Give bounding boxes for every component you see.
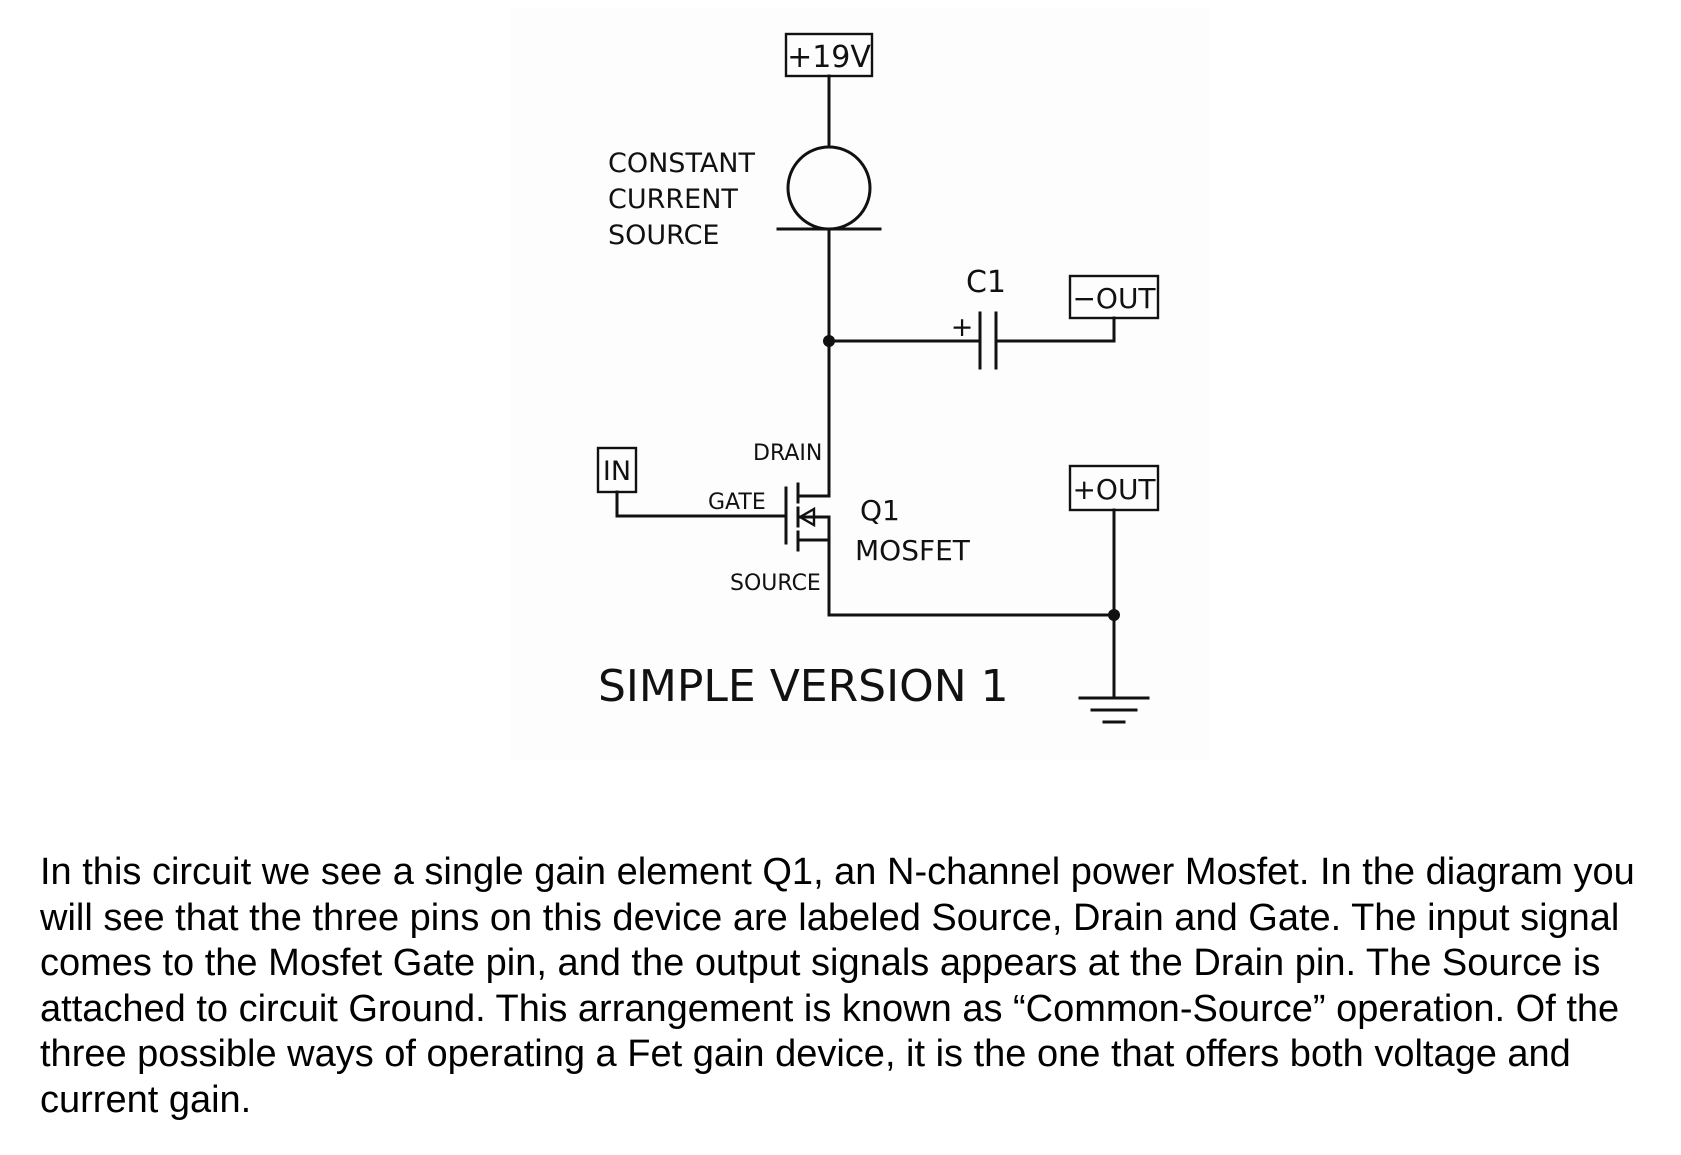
neg-out-terminal: −OUT — [1068, 274, 1160, 320]
ground-icon — [1078, 696, 1150, 724]
current-source-label-line-3: SOURCE — [608, 220, 719, 251]
transistor-type: MOSFET — [855, 534, 971, 567]
input-terminal: IN — [596, 446, 638, 494]
capacitor-c1-symbol — [978, 311, 998, 370]
source-label: SOURCE — [730, 571, 821, 596]
pos-out-label: +OUT — [1072, 473, 1156, 506]
schematic-panel: +19V CONSTANT CURRENT SOURCE C1 + — [510, 8, 1210, 760]
pos-out-terminal: +OUT — [1068, 464, 1160, 512]
transistor-name: Q1 — [860, 494, 900, 527]
mosfet-q1-symbol — [784, 482, 831, 552]
supply-label: +19V — [787, 40, 871, 75]
drain-label: DRAIN — [753, 441, 822, 466]
diagram-title: SIMPLE VERSION 1 — [598, 661, 1009, 712]
current-source-symbol — [776, 145, 882, 231]
caption-paragraph: In this circuit we see a single gain ele… — [40, 851, 1635, 1121]
neg-out-label: −OUT — [1072, 282, 1156, 315]
capacitor-polarity: + — [951, 312, 974, 343]
current-source-label-line-1: CONSTANT — [608, 148, 756, 179]
gate-label: GATE — [708, 490, 766, 515]
capacitor-label: C1 — [966, 265, 1006, 300]
input-label: IN — [603, 456, 631, 487]
current-source-label-line-2: CURRENT — [608, 184, 738, 215]
supply-terminal: +19V — [784, 32, 874, 78]
ground-junction-dot — [1108, 609, 1120, 621]
circuit-schematic: +19V CONSTANT CURRENT SOURCE C1 + — [596, 32, 1160, 724]
